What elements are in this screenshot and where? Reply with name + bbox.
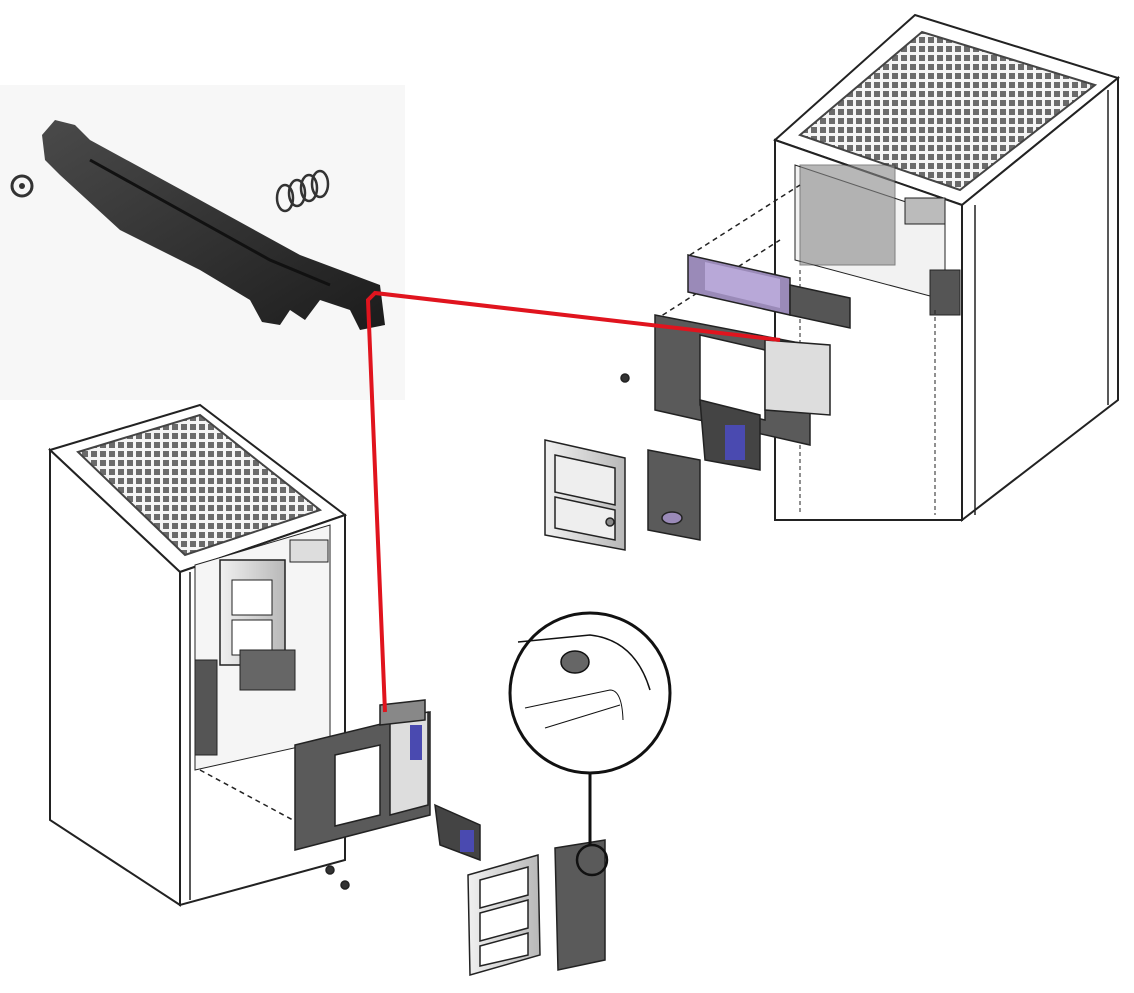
detail-target-circle [575,843,609,877]
cabinet-right-display [904,197,946,225]
cabinet-right-top-vent [798,30,1098,192]
exploded-assembly-right [544,184,851,551]
cabinet-right [773,13,1121,523]
tool-to-module-connector [365,290,781,713]
detail-callout [508,611,672,877]
exploded-assembly-left [199,699,606,976]
cabinet-left-display [289,539,329,563]
cabinet-left-top-vent [76,413,323,557]
washer-icon [10,174,34,198]
spring-rings-icon [275,169,330,213]
detail-magnifier-circle [508,611,672,775]
breaker-module-right [764,339,831,416]
removal-tool [42,120,385,330]
breaker-module-left [389,711,429,816]
cover-plate-left [554,839,606,971]
cover-plate-right [647,449,701,541]
